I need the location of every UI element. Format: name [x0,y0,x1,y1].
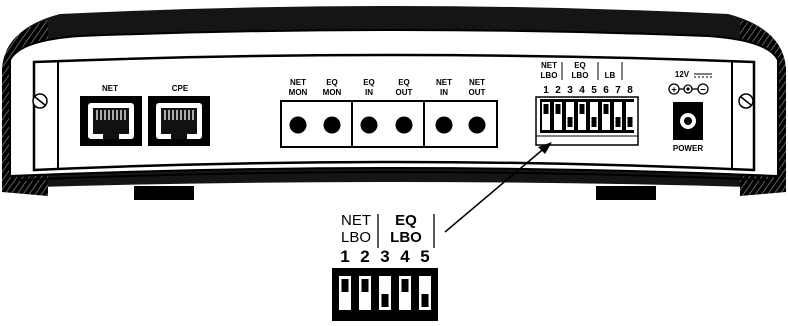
jack-label-net-out-top: NET [469,78,485,87]
jack-block [280,100,498,148]
polarity-icon: + − [668,83,709,95]
dip-small-toggles[interactable] [542,102,634,130]
dip-small-eq-top: EQ [574,61,586,70]
foot-left [134,186,194,200]
zoom-num-1: 1 [340,247,349,266]
polarity-minus: − [700,85,705,95]
port-label-net: NET [102,84,118,93]
screw-left-icon [32,93,48,109]
zoom-eq-bottom: LBO [390,229,422,246]
housing-bottom-edge [19,171,769,181]
dip-small-lb: LB [605,71,616,80]
foot-right [596,186,656,200]
zoom-eq-top: EQ [395,212,417,229]
jack-net-mon[interactable] [289,116,307,134]
rj45-port-net[interactable] [80,96,142,146]
jack-label-eq-mon-bottom: MON [323,88,342,97]
zoom-labels: NET LBO EQ LBO [341,212,435,248]
jack-label-net-in-top: NET [436,78,452,87]
power-jack[interactable] [673,102,703,140]
power-voltage-label: 12V [675,70,690,79]
port-label-cpe: CPE [172,84,189,93]
jack-eq-out[interactable] [395,116,413,134]
dip-small-num-8: 8 [627,85,633,96]
polarity-plus: + [671,85,676,95]
jack-label-eq-out-top: EQ [398,78,410,87]
zoom-num-3: 3 [380,247,389,266]
dip-small-num-7: 7 [615,85,621,96]
zoom-numbers: 1 2 3 4 5 [340,247,429,266]
jack-label-net-in-bottom: IN [440,88,448,97]
zoom-num-5: 5 [420,247,429,266]
screw-right-icon [738,93,754,109]
jack-label-eq-in-bottom: IN [365,88,373,97]
dip-small-net-bottom: LBO [541,71,558,80]
dip-small-num-4: 4 [579,85,585,96]
jack-label-net-mon-top: NET [290,78,306,87]
dip-small-num-5: 5 [591,85,597,96]
rj45-port-cpe[interactable] [148,96,210,146]
zoom-num-4: 4 [400,247,410,266]
jack-label-net-out-bottom: OUT [469,88,486,97]
dip-small-num-6: 6 [603,85,609,96]
callout-arrow [444,142,552,233]
dip-small-net-top: NET [541,61,557,70]
dip-small-labels: NET LBO EQ LBO LB [541,61,623,80]
jack-label-eq-in-top: EQ [363,78,375,87]
jack-label-eq-out-bottom: OUT [396,88,413,97]
jack-label-net-mon-bottom: MON [289,88,308,97]
jack-eq-mon[interactable] [323,116,341,134]
jack-labels: NET MON EQ MON EQ IN EQ OUT NET IN NET O… [289,78,486,97]
zoom-num-2: 2 [360,247,369,266]
power-label: POWER [673,144,703,153]
dip-small-numbers: 1 2 3 4 5 6 7 8 [543,85,633,96]
jack-net-in[interactable] [435,116,453,134]
dip-switch-small [535,96,639,146]
zoom-net-bottom: LBO [341,229,371,246]
dip-small-num-3: 3 [567,85,573,96]
jack-label-eq-mon-top: EQ [326,78,338,87]
jack-net-out[interactable] [468,116,486,134]
jack-eq-in[interactable] [360,116,378,134]
zoom-net-top: NET [341,212,371,229]
dip-small-eq-bottom: LBO [572,71,589,80]
zoom-toggles[interactable] [339,276,431,310]
dip-small-num-2: 2 [555,85,561,96]
dip-small-num-1: 1 [543,85,549,96]
